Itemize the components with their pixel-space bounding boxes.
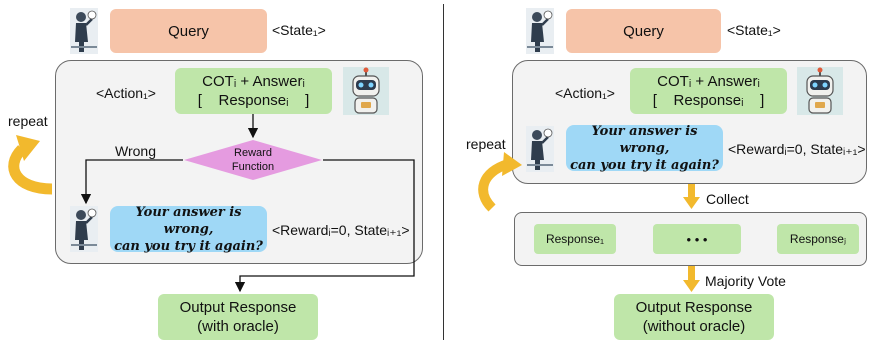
majority-vote-arrow xyxy=(688,266,695,281)
robot-icon xyxy=(343,67,389,115)
query-label: Query xyxy=(168,22,209,40)
arrow-wrong-to-feedback xyxy=(80,159,183,205)
reward-state-label: <Rewardᵢ=0, Stateᵢ₊₁> xyxy=(728,141,866,157)
response-item: Response₁ xyxy=(534,224,616,254)
reward-function-line1: Reward xyxy=(234,147,272,159)
wrong-label: Wrong xyxy=(115,143,156,159)
response-label: Responseⱼ xyxy=(789,232,847,246)
query-label: Query xyxy=(623,22,664,40)
collect-arrow xyxy=(688,184,695,198)
output-line2: (without oracle) xyxy=(642,318,746,335)
response-ellipsis: • • • xyxy=(653,224,741,254)
output-line2: (with oracle) xyxy=(197,318,279,335)
cot-answer-box: COTᵢ + Answerᵢ [ Responseᵢ ] xyxy=(630,68,787,114)
feedback-line1: Your answer is wrong, xyxy=(591,123,698,156)
person-thinking-icon xyxy=(526,126,554,172)
query-box: Query xyxy=(110,9,267,53)
robot-icon xyxy=(797,67,843,115)
feedback-line2: can you try it again? xyxy=(570,157,719,173)
state-label: <State₁> xyxy=(727,22,781,38)
query-box: Query xyxy=(566,9,721,53)
repeat-label: repeat xyxy=(8,113,48,129)
response-label: • • • xyxy=(686,231,708,247)
action-label: <Action₁> xyxy=(555,85,615,101)
repeat-arrow-icon xyxy=(8,135,53,195)
person-thinking-icon xyxy=(70,8,98,54)
response-item: Responseⱼ xyxy=(777,224,859,254)
reward-state-label: <Rewardᵢ=0, Stateᵢ₊₁> xyxy=(272,222,410,238)
output-line1: Output Response xyxy=(635,299,753,316)
reward-function-line2: Function xyxy=(231,161,275,173)
response-label: Response₁ xyxy=(545,232,605,246)
output-line1: Output Response xyxy=(179,299,297,316)
output-response-box: Output Response (without oracle) xyxy=(614,294,774,340)
feedback-line2: can you try it again? xyxy=(114,238,263,254)
cot-line1: COTᵢ + Answerᵢ xyxy=(657,73,760,90)
person-thinking-icon xyxy=(526,8,554,54)
cot-answer-box: COTᵢ + Answerᵢ [ Responseᵢ ] xyxy=(175,68,332,114)
output-response-box: Output Response (with oracle) xyxy=(158,294,318,340)
cot-line2: [ Responseᵢ ] xyxy=(197,92,310,109)
repeat-label: repeat xyxy=(466,136,506,152)
cot-line1: COTᵢ + Answerᵢ xyxy=(202,73,305,90)
divider xyxy=(443,4,444,340)
reward-function-diamond xyxy=(184,140,322,180)
reward-function-label: Reward Function xyxy=(213,146,293,174)
collect-label: Collect xyxy=(706,191,749,207)
repeat-arrow-icon xyxy=(478,152,522,212)
arrow-reward-to-output xyxy=(234,159,415,293)
person-thinking-icon xyxy=(70,206,98,252)
majority-vote-label: Majority Vote xyxy=(705,273,786,289)
feedback-line1: Your answer is wrong, xyxy=(135,204,242,237)
cot-line2: [ Responseᵢ ] xyxy=(652,92,765,109)
action-label: <Action₁> xyxy=(96,85,156,101)
feedback-message: Your answer is wrong, can you try it aga… xyxy=(110,204,267,254)
feedback-message: Your answer is wrong, can you try it aga… xyxy=(566,123,723,173)
state-label: <State₁> xyxy=(272,22,326,38)
